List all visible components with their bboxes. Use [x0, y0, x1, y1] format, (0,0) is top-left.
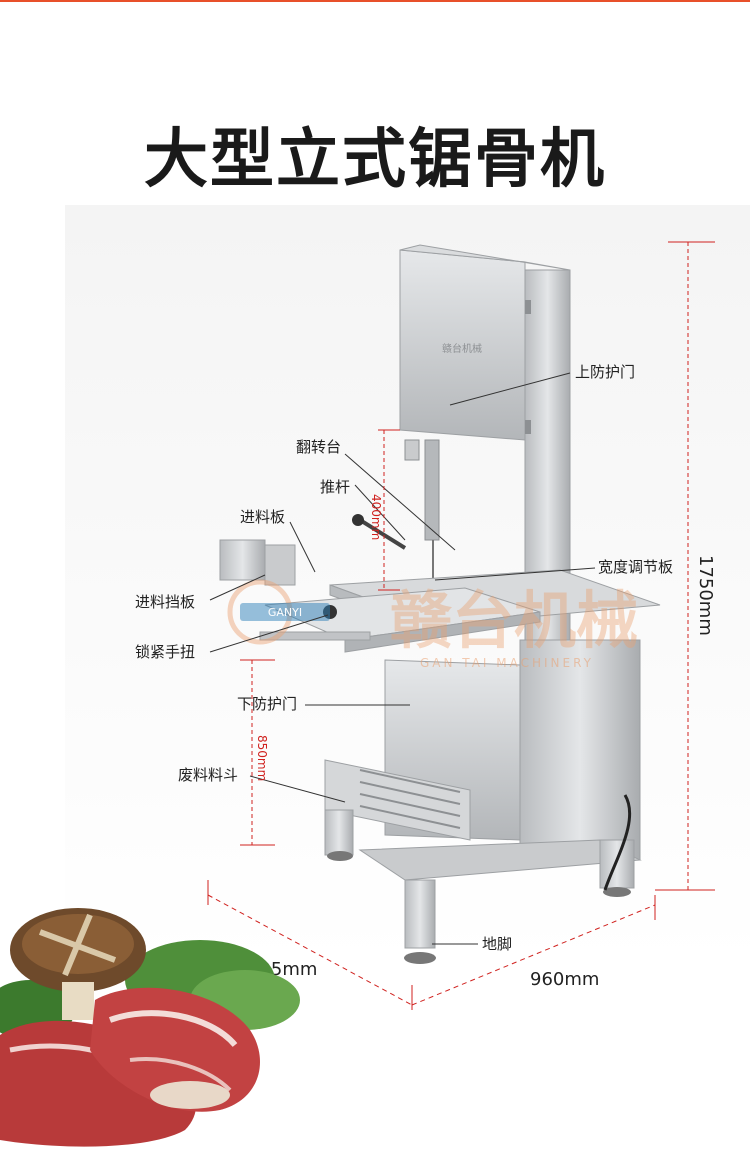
label-foot: 地脚 — [482, 935, 512, 953]
label-lock-knob: 锁紧手扭 — [135, 643, 195, 661]
watermark-badge — [240, 603, 330, 621]
dimension-height-value: 1750mm — [695, 555, 716, 636]
dimension-blade-opening: 400mm — [369, 429, 400, 591]
dimension-blade-opening-value: 400mm — [369, 494, 383, 540]
label-waste-hopper: 废料料斗 — [178, 766, 238, 784]
watermark-cn: 赣台机械 — [390, 584, 638, 657]
dimension-table-height-value: 850mm — [255, 735, 269, 781]
callout-lines — [209, 372, 596, 945]
label-flip-table: 翻转台 — [296, 438, 341, 456]
machine-illustration — [219, 244, 661, 964]
label-feed-plate: 进料板 — [240, 508, 285, 526]
dimension-table-height: 850mm — [240, 659, 275, 846]
label-width-adjust-plate: 宽度调节板 — [598, 558, 673, 576]
food-decoration — [0, 908, 300, 1147]
page-title: 大型立式锯骨机 — [144, 123, 606, 197]
machine-logo: 赣台机械 — [442, 342, 482, 355]
label-push-rod: 推杆 — [320, 478, 350, 496]
watermark-en: GAN TAI MACHINERY — [420, 656, 594, 670]
dimension-height: 1750mm — [655, 241, 716, 891]
label-feed-baffle: 进料挡板 — [135, 593, 195, 611]
label-lower-guard-door: 下防护门 — [237, 695, 297, 713]
brand-watermark: GANYI 赣台机械 GAN TAI MACHINERY — [227, 579, 638, 670]
dimension-width-value: 960mm — [530, 969, 599, 990]
watermark-logo-icon — [227, 579, 293, 645]
watermark-badge-text: GANYI — [268, 606, 302, 619]
top-accent-rule — [0, 0, 750, 2]
product-illustration: GANYI 赣台机械 GAN TAI MACHINERY 赣台机械 上防护门 翻… — [0, 205, 750, 1153]
label-upper-guard-door: 上防护门 — [575, 363, 635, 381]
